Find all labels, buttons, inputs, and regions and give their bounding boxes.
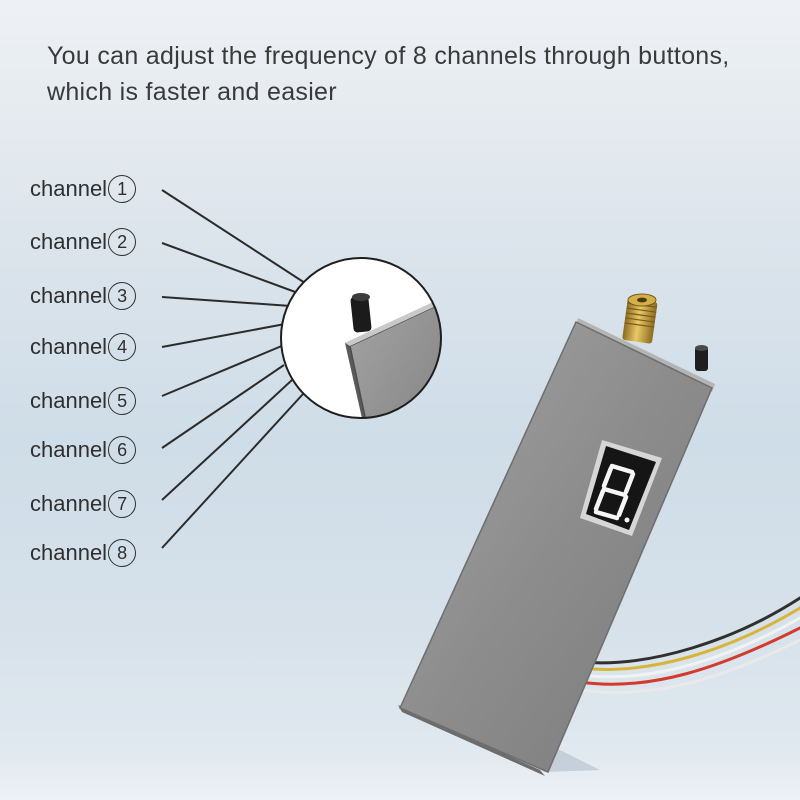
channel-label-4: channel 4 [30,333,137,361]
channel-label-5: channel 5 [30,387,137,415]
sma-antenna-connector-icon [622,293,658,344]
channel-label-1: channel 1 [30,175,137,203]
channel-number: 4 [108,333,137,361]
leader-line-4 [161,323,286,348]
channel-label-8: channel 8 [30,539,137,567]
seven-segment-display-icon [580,440,662,536]
channel-number: 3 [108,282,137,310]
channel-label-6: channel 6 [30,436,137,464]
channel-number: 5 [108,387,137,415]
channel-number: 6 [108,436,137,464]
channel-word: channel [30,334,108,359]
wire-bundle-icon [578,596,800,695]
channel-label-2: channel 2 [30,228,137,256]
channel-label-7: channel 7 [30,490,137,518]
channel-word: channel [30,176,108,201]
channel-word: channel [30,283,108,308]
channel-number: 2 [108,228,137,256]
channel-label-3: channel 3 [30,282,137,310]
channel-word: channel [30,388,108,413]
channel-word: channel [30,540,108,565]
channel-number: 8 [108,539,137,567]
leader-lines [161,189,306,549]
leader-line-5 [161,344,285,397]
leader-line-8 [161,393,304,549]
channel-number: 1 [108,175,137,203]
channel-number: 7 [108,490,137,518]
leader-line-2 [161,242,299,294]
channel-word: channel [30,229,108,254]
leader-line-6 [161,364,285,449]
leader-line-1 [161,189,306,284]
headline-line-1: You can adjust the frequency of 8 channe… [47,42,730,70]
channel-word: channel [30,491,108,516]
leader-line-7 [161,379,293,501]
headline-line-2: which is faster and easier [47,78,337,106]
headline: You can adjust the frequency of 8 channe… [47,38,777,110]
magnifier-circle-icon [280,257,442,419]
push-button-icon [695,345,708,371]
leader-line-3 [161,296,292,307]
channel-word: channel [30,437,108,462]
transmitter-module [399,320,713,773]
